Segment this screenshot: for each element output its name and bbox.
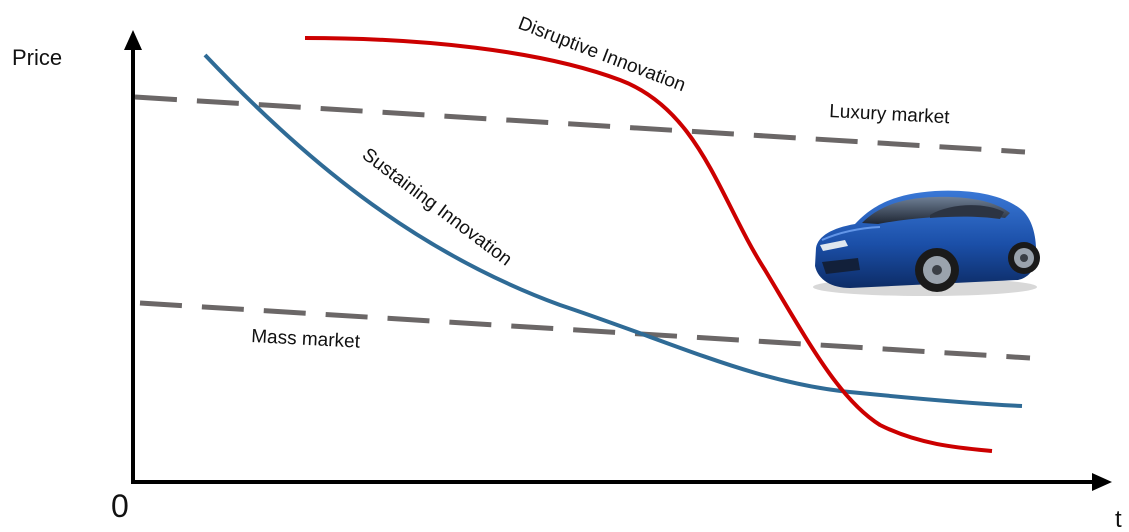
mass-market-label: Mass market [251, 326, 361, 353]
electric-sedan-icon [813, 190, 1040, 296]
luxury-market-label: Luxury market [829, 101, 951, 128]
mass-market-line [139, 300, 1031, 361]
axes [124, 30, 1112, 491]
y-axis-label: Price [12, 45, 62, 70]
disruptive-innovation-label: Disruptive Innovation [515, 13, 688, 96]
disruptive-innovation-curve [304, 36, 993, 453]
sustaining-innovation-label: Sustaining Innovation [358, 144, 516, 270]
x-axis-arrowhead [1092, 473, 1112, 491]
luxury-market-line [134, 94, 1026, 155]
sustaining-innovation-curve [203, 53, 1023, 408]
x-axis-label: t [1115, 506, 1122, 532]
y-axis-arrowhead [124, 30, 142, 50]
origin-label: 0 [111, 488, 129, 524]
